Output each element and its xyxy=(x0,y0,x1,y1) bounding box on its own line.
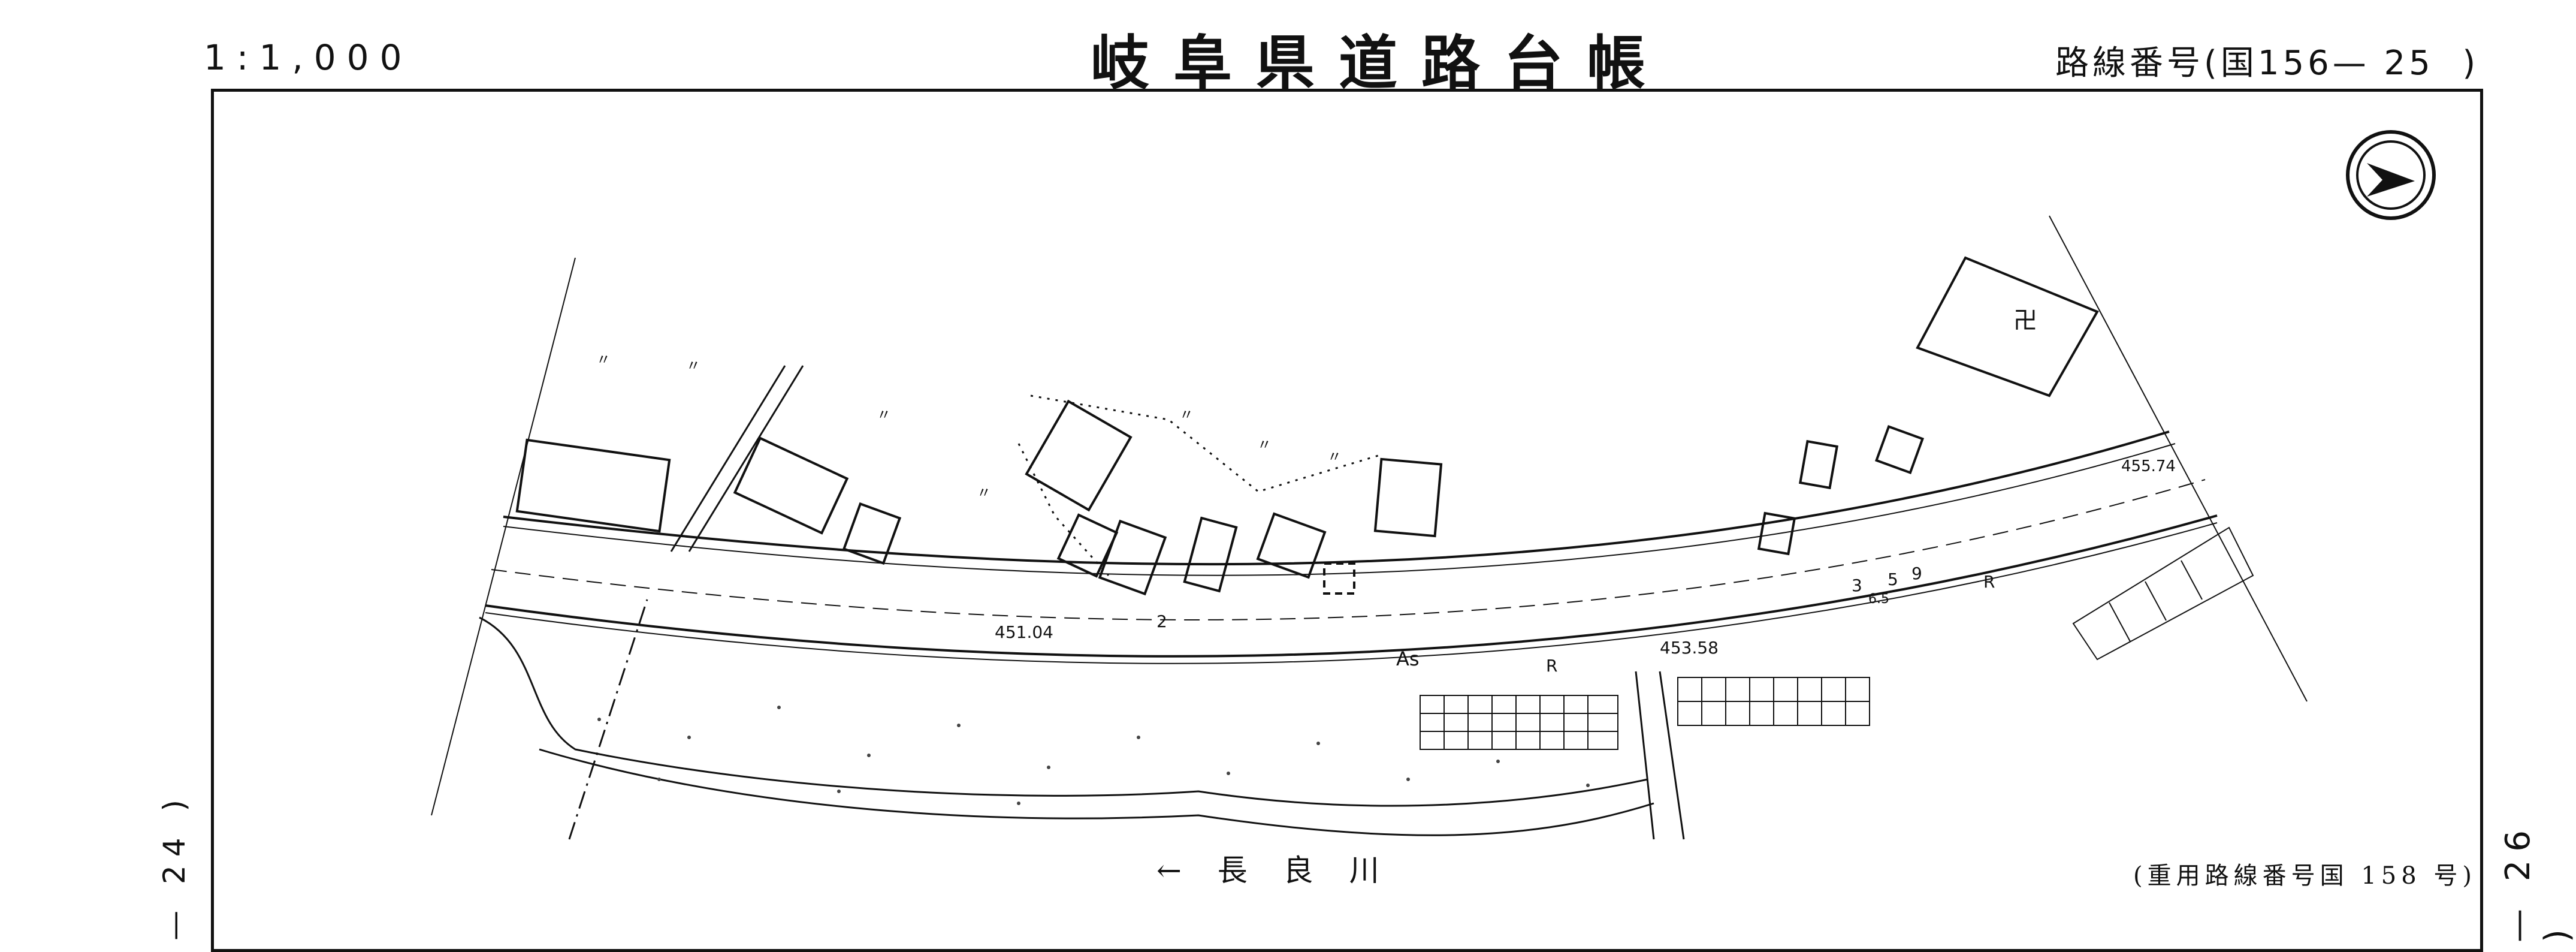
building xyxy=(1757,511,1796,556)
road-edge-north-inner xyxy=(503,443,2176,576)
building xyxy=(1256,512,1327,579)
elevation-label: 455.74 xyxy=(2121,457,2176,475)
building xyxy=(1323,562,1355,595)
building xyxy=(1373,457,1443,538)
river-texture xyxy=(597,706,1590,805)
overlap-route-label: (重用路線番号国 158 号) xyxy=(2133,862,2477,890)
building xyxy=(1098,519,1167,596)
building xyxy=(733,436,849,535)
width-label: 6.5 xyxy=(1868,592,1889,607)
boundary-line-left xyxy=(431,257,576,816)
building xyxy=(1874,424,1925,475)
river-bank xyxy=(479,616,1648,807)
width-label: 3 xyxy=(1852,576,1862,595)
elevation-label: 451.04 xyxy=(995,622,1053,642)
temple-building xyxy=(1916,256,2099,397)
retaining-label: R xyxy=(1546,656,1557,676)
river-label: ← 長 良 川 xyxy=(1156,853,1393,888)
width-label: 5 xyxy=(1888,570,1898,589)
ditto-mark: 〃 xyxy=(877,406,891,423)
route-number: 路線番号(国156— 25 ) xyxy=(2055,44,2480,83)
ditto-mark: 〃 xyxy=(1327,448,1342,465)
bridge-line-b xyxy=(688,365,804,552)
retaining-label: R xyxy=(1983,572,1995,592)
building xyxy=(1056,513,1119,578)
revetment-grid-b xyxy=(1677,677,1870,726)
pavement-label: As xyxy=(1396,647,1420,670)
rail-dashdot xyxy=(568,599,648,840)
revetment-grid-c xyxy=(2072,526,2254,661)
building xyxy=(1025,399,1133,512)
temple-symbol: 卍 xyxy=(2013,307,2037,335)
ditto-mark: 〃 xyxy=(1179,406,1194,423)
revetment-grid-a xyxy=(1420,695,1618,750)
bridge-line-a xyxy=(670,365,786,552)
road-edge-south xyxy=(485,514,2218,658)
boundary-line-right xyxy=(2049,215,2308,702)
ditto-mark: 〃 xyxy=(686,357,700,374)
road-center-line xyxy=(491,479,2206,620)
building xyxy=(515,438,671,533)
page-title: 岐阜県道路台帳 xyxy=(1091,29,1670,98)
elevation-label: 453.58 xyxy=(1660,638,1719,658)
ditto-mark: 〃 xyxy=(977,484,991,501)
road-edge-north xyxy=(503,430,2170,566)
side-road-line-a xyxy=(1635,671,1655,840)
building xyxy=(1183,516,1238,593)
building xyxy=(842,502,902,565)
lane-number-label: 2 xyxy=(1156,611,1167,631)
width-label: 9 xyxy=(1911,564,1922,583)
north-arrow-icon xyxy=(2346,130,2436,220)
river-bank-lower xyxy=(539,748,1654,836)
ditto-mark: 〃 xyxy=(1257,436,1272,453)
building xyxy=(1798,439,1839,490)
road-edge-south-inner xyxy=(485,522,2218,664)
side-road-line-b xyxy=(1659,671,1685,840)
ditto-mark: 〃 xyxy=(596,351,611,368)
scale-label: 1:1,000 xyxy=(204,37,413,78)
property-line xyxy=(1017,443,1110,577)
